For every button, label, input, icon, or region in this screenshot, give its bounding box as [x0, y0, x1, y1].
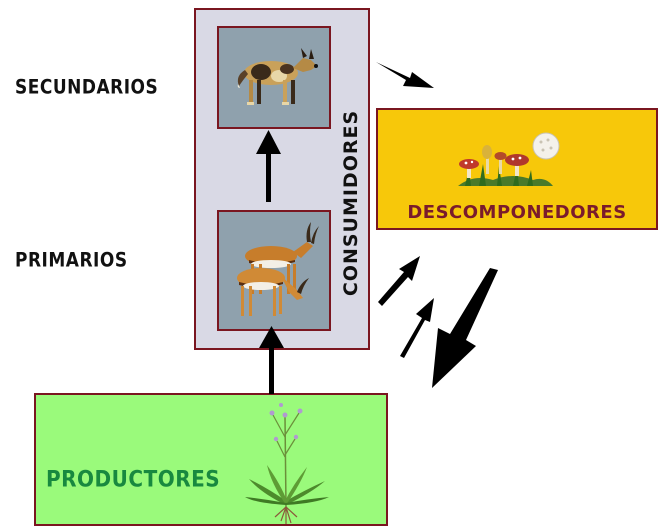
- gazelles-icon: [237, 222, 319, 316]
- arrow-consumers-to-decomposers-mid: [378, 256, 420, 306]
- plant-icon: [245, 403, 329, 524]
- consumers-box: [194, 8, 370, 350]
- producers-label: PRODUCTORES: [46, 465, 221, 493]
- arrow-primary-to-secondary: [256, 130, 281, 202]
- decomposers-box: DESCOMPONEDORES: [376, 108, 658, 230]
- arrow-consumers-to-decomposers-top: [376, 62, 434, 88]
- decomposers-label: DESCOMPONEDORES: [407, 202, 627, 223]
- arrow-producers-to-primary: [259, 326, 284, 394]
- primary-consumer-box: [217, 210, 331, 331]
- primary-level-label: PRIMARIOS: [15, 249, 128, 273]
- mushrooms-fungi-icon: [458, 132, 560, 186]
- arrow-decomposers-to-producers: [432, 268, 498, 388]
- secondary-consumer-box: [217, 26, 331, 129]
- wild-dog-icon: [237, 48, 318, 105]
- producers-box: PRODUCTORES: [34, 393, 388, 526]
- arrow-producers-to-decomposers: [400, 298, 434, 358]
- secondary-level-label: SECUNDARIOS: [15, 76, 159, 100]
